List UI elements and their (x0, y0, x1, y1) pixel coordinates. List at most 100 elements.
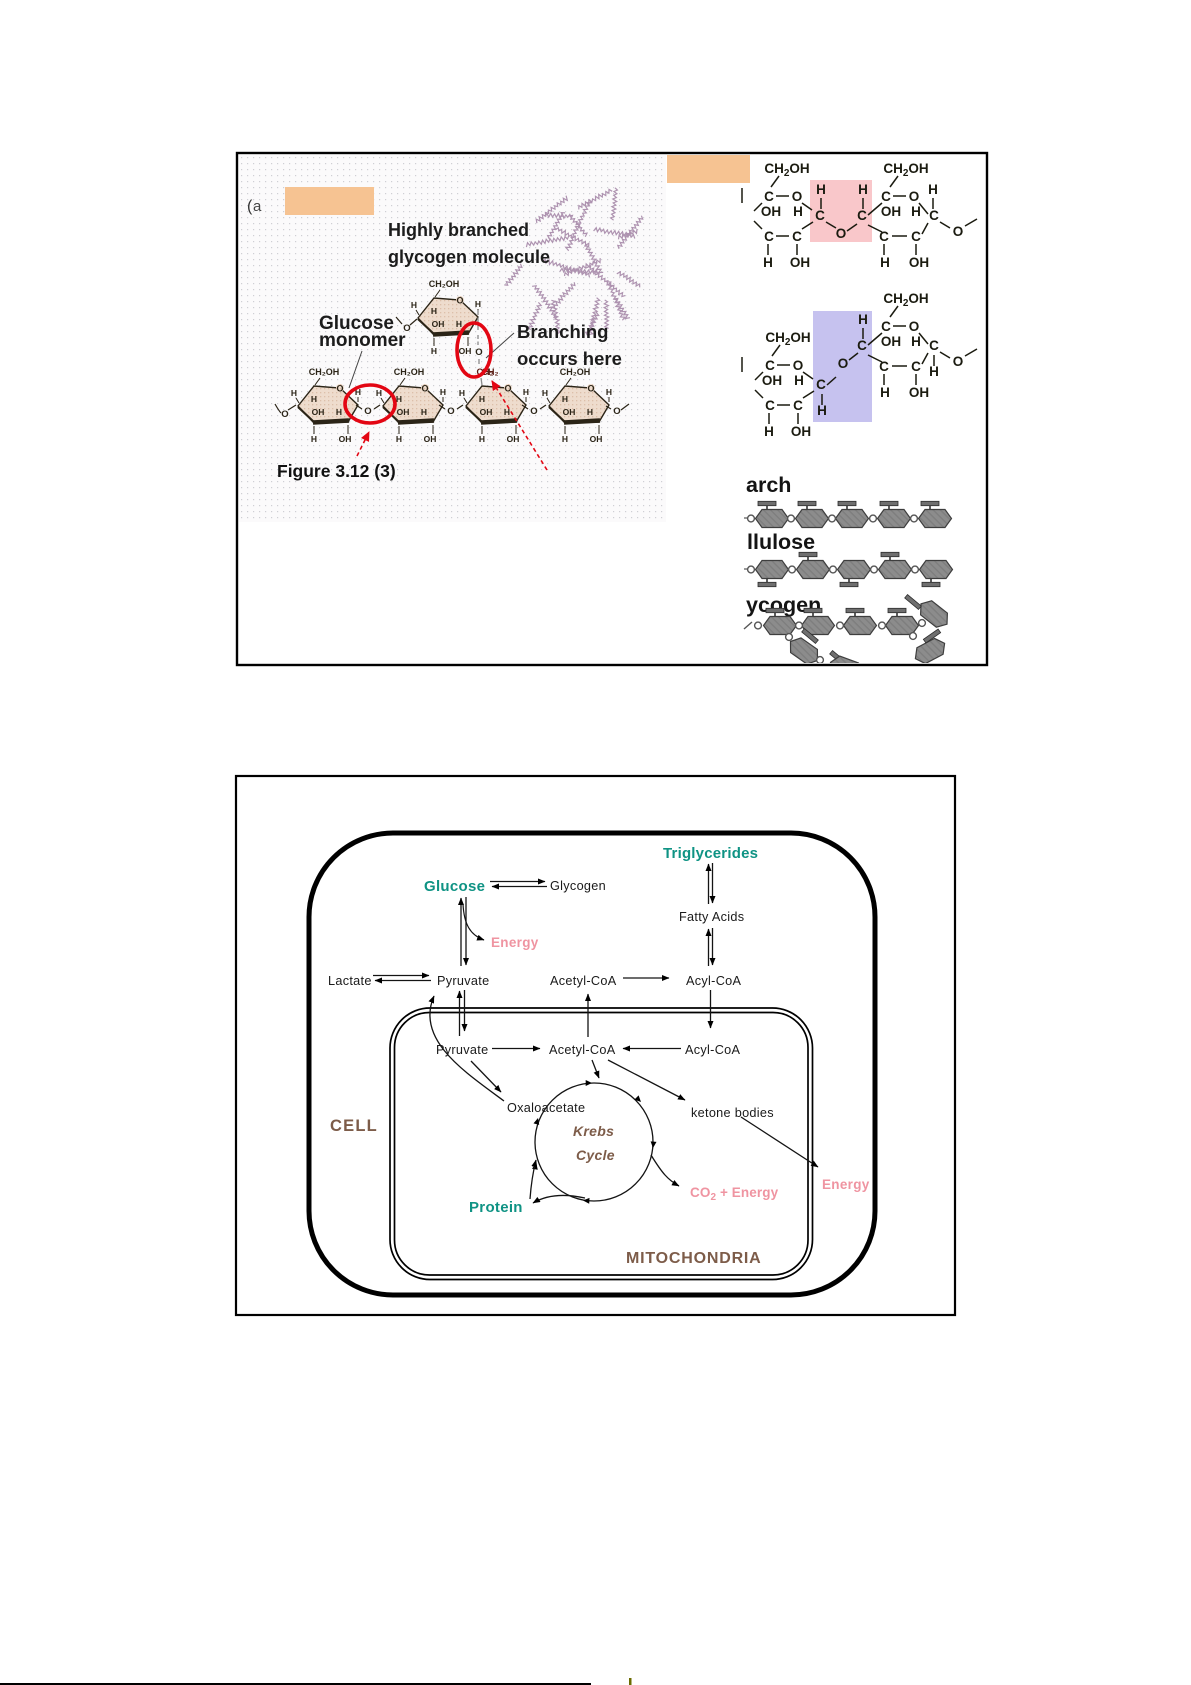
svg-text:CH₂OH: CH₂OH (560, 367, 591, 377)
svg-text:OH: OH (432, 319, 445, 329)
svg-text:H: H (911, 204, 921, 219)
svg-text:Energy: Energy (822, 1177, 870, 1192)
svg-text:H: H (764, 424, 774, 439)
svg-text:CH2OH: CH2OH (765, 330, 810, 348)
svg-text:(: ( (247, 198, 253, 215)
svg-text:MITOCHONDRIA: MITOCHONDRIA (626, 1250, 762, 1267)
svg-text:OH: OH (339, 434, 352, 444)
svg-text:H: H (542, 388, 548, 398)
svg-text:O: O (909, 189, 920, 204)
svg-text:ketone bodies: ketone bodies (691, 1106, 774, 1120)
svg-text:Highly branched: Highly branched (388, 220, 529, 240)
svg-text:O: O (838, 356, 849, 371)
svg-text:OH: OH (397, 407, 410, 417)
svg-text:O: O (403, 323, 410, 334)
svg-text:arch: arch (746, 473, 791, 497)
svg-text:H: H (794, 373, 804, 388)
svg-text:H: H (431, 346, 437, 356)
svg-text:H: H (459, 388, 465, 398)
svg-text:C: C (815, 208, 825, 223)
svg-text:O: O (530, 406, 537, 417)
svg-text:Fatty Acids: Fatty Acids (679, 910, 744, 924)
svg-text:Pyruvate: Pyruvate (437, 974, 489, 988)
svg-text:O: O (456, 296, 463, 306)
svg-text:CELL: CELL (330, 1117, 378, 1135)
svg-text:OH: OH (909, 385, 929, 400)
svg-text:Glycogen: Glycogen (550, 879, 606, 893)
svg-text:O: O (836, 226, 847, 241)
svg-text:O: O (447, 406, 454, 417)
svg-text:Lactate: Lactate (328, 974, 372, 988)
svg-text:C: C (881, 189, 891, 204)
svg-text:Pyruvate: Pyruvate (436, 1043, 488, 1057)
svg-text:H: H (763, 255, 773, 270)
svg-text:H: H (475, 299, 481, 309)
svg-text:C: C (879, 359, 889, 374)
svg-text:H: H (880, 385, 890, 400)
svg-text:OH: OH (909, 255, 929, 270)
svg-text:H: H (311, 394, 317, 404)
svg-text:O: O (792, 189, 803, 204)
svg-text:C: C (816, 377, 826, 392)
svg-text:C: C (879, 229, 889, 244)
svg-text:O: O (587, 384, 594, 394)
svg-text:H: H (928, 182, 938, 197)
svg-text:C: C (857, 208, 867, 223)
svg-text:C: C (929, 338, 939, 353)
svg-text:CH₂OH: CH₂OH (429, 279, 460, 289)
svg-text:H: H (311, 434, 317, 444)
svg-text:H: H (431, 306, 437, 316)
svg-text:H: H (396, 394, 402, 404)
svg-text:H: H (523, 387, 529, 397)
svg-text:OH: OH (791, 424, 811, 439)
svg-text:Cycle: Cycle (576, 1147, 615, 1163)
svg-text:H: H (587, 407, 593, 417)
svg-text:ycogen: ycogen (746, 593, 821, 617)
svg-text:H: H (562, 394, 568, 404)
svg-text:H: H (858, 182, 868, 197)
svg-text:H: H (456, 319, 462, 329)
svg-text:C: C (881, 319, 891, 334)
svg-text:C: C (911, 229, 921, 244)
svg-text:C: C (911, 359, 921, 374)
svg-text:O: O (475, 347, 482, 358)
svg-text:Acyl-CoA: Acyl-CoA (685, 1043, 741, 1057)
svg-text:glycogen molecule: glycogen molecule (388, 247, 550, 267)
svg-text:H: H (606, 387, 612, 397)
svg-text:H: H (880, 255, 890, 270)
svg-text:OH: OH (563, 407, 576, 417)
svg-text:OH: OH (480, 407, 493, 417)
svg-text:O: O (281, 409, 288, 420)
svg-text:OH: OH (507, 434, 520, 444)
svg-text:CH₂OH: CH₂OH (394, 367, 425, 377)
svg-text:Glucose: Glucose (424, 878, 485, 895)
svg-text:C: C (857, 338, 867, 353)
svg-text:O: O (364, 406, 371, 417)
svg-text:O: O (793, 358, 804, 373)
svg-text:CH2OH: CH2OH (764, 161, 809, 179)
svg-text:H: H (793, 204, 803, 219)
svg-text:OH: OH (790, 255, 810, 270)
svg-text:OH: OH (312, 407, 325, 417)
svg-text:H: H (817, 403, 827, 418)
svg-text:H: H (562, 434, 568, 444)
svg-text:Glucose: Glucose (319, 313, 394, 334)
svg-text:C: C (793, 398, 803, 413)
svg-text:llulose: llulose (747, 530, 815, 554)
svg-text:O: O (909, 319, 920, 334)
svg-text:OH: OH (590, 434, 603, 444)
svg-text:Protein: Protein (469, 1199, 523, 1216)
svg-text:H: H (355, 387, 361, 397)
svg-text:O: O (421, 384, 428, 394)
svg-text:H: H (929, 364, 939, 379)
svg-text:H: H (858, 312, 868, 327)
svg-text:O: O (953, 224, 964, 239)
svg-text:O: O (953, 354, 964, 369)
svg-text:H: H (336, 407, 342, 417)
svg-text:Energy: Energy (491, 935, 539, 950)
svg-text:O: O (613, 406, 620, 417)
svg-text:OH: OH (761, 204, 781, 219)
svg-text:CH2OH: CH2OH (883, 291, 928, 309)
svg-text:OH: OH (762, 373, 782, 388)
svg-text:Figure 3.12 (3): Figure 3.12 (3) (277, 461, 396, 481)
